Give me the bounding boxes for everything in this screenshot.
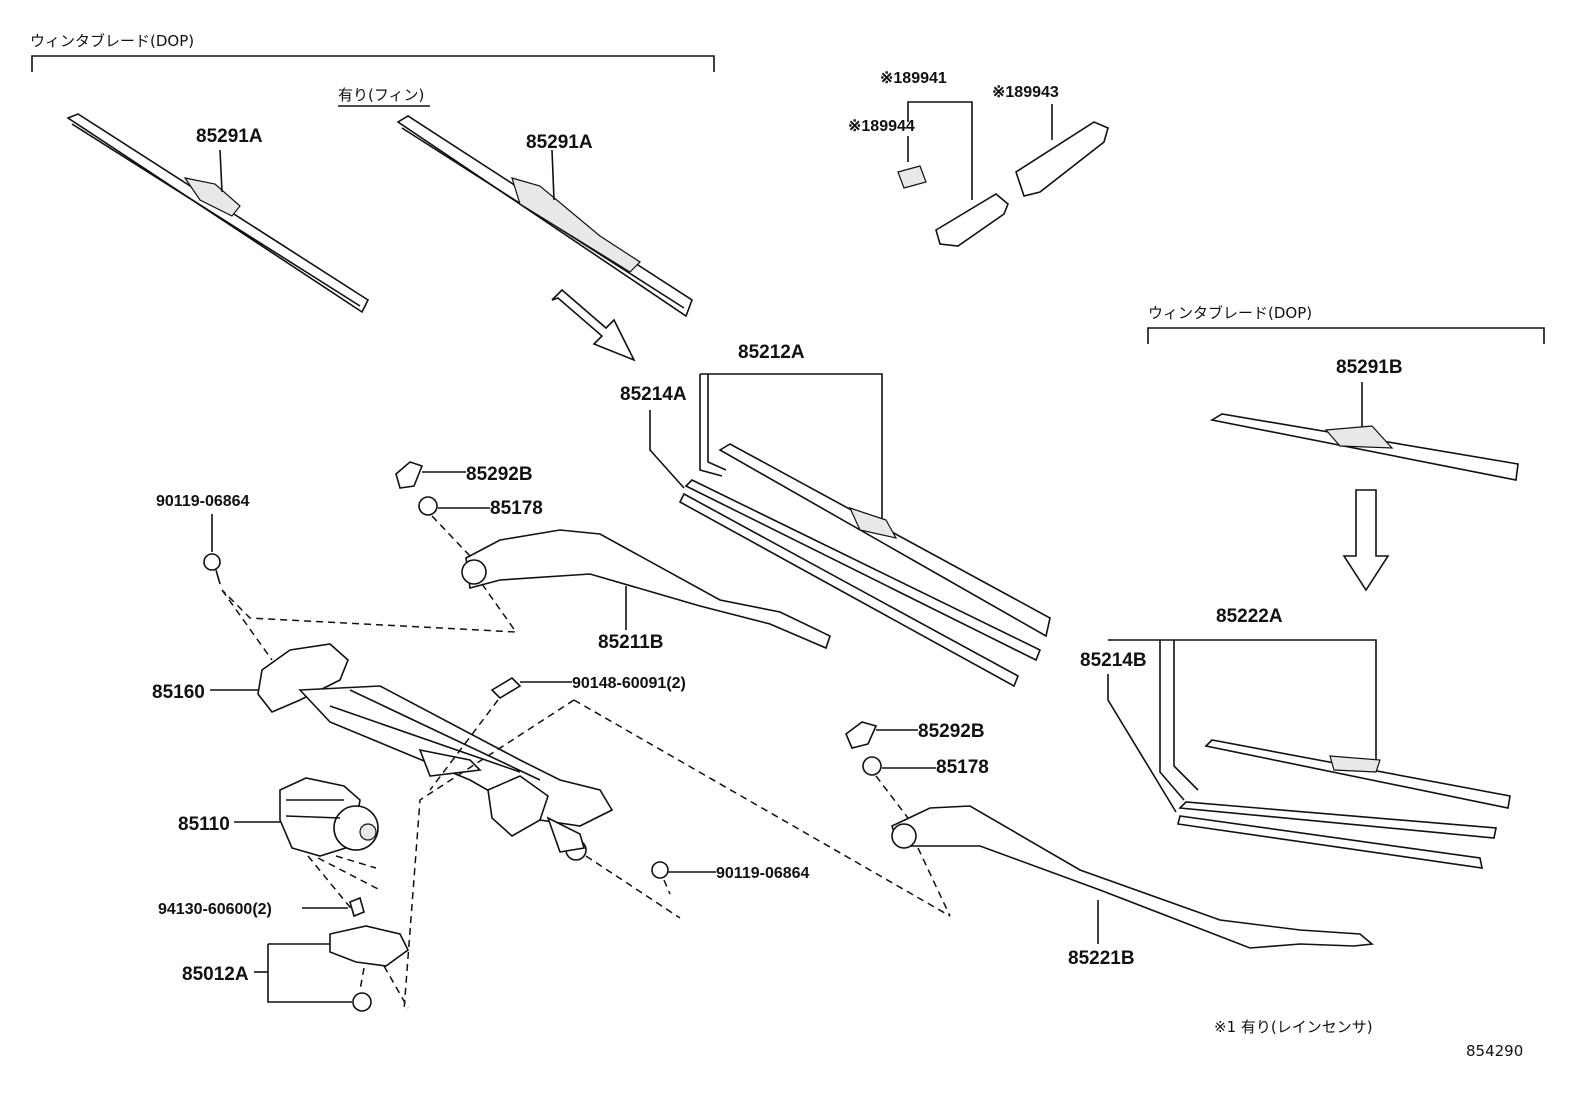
group-label-wiper-blade-dop-right: ウィンタブレード(DOP): [1148, 304, 1312, 322]
nut-85178-1: [418, 496, 438, 516]
arm-pivot-85211B: [461, 559, 487, 585]
dash-85178-2: [875, 775, 951, 917]
wiper-arm-85221B: [891, 805, 1374, 949]
footnote-rain-sensor: ※1 有り(レインセンサ): [1214, 1018, 1373, 1036]
leader-85222A: [1158, 639, 1377, 760]
leader-85012A: [267, 943, 352, 1003]
wiper-motor-85110: [279, 777, 379, 857]
wiper-blade-85291A-1: [66, 113, 370, 314]
leader-85214A: [649, 410, 685, 489]
label-89941: ※189941: [880, 70, 947, 87]
diagram-number: 854290: [1466, 1042, 1523, 1060]
sensor-cover-89941: [935, 193, 1009, 247]
dash-arm-link: [221, 583, 518, 633]
wiper-blade-85291A-2: [396, 115, 693, 318]
label-85178-2: 85178: [936, 757, 989, 778]
label-85292B-2: 85292B: [918, 721, 985, 742]
leader-85212A-b: [699, 374, 723, 477]
wiper-blade-85291B: [1209, 413, 1519, 481]
wiper-blade-85212A: [678, 443, 1051, 688]
label-85212A: 85212A: [738, 342, 805, 363]
label-85211B: 85211B: [598, 632, 664, 653]
sensor-pad-89944: [897, 165, 927, 189]
label-85178-1: 85178: [490, 498, 543, 519]
dash-85178-1: [431, 515, 471, 557]
group-label-wiper-blade-dop-left: ウィンタブレード(DOP): [30, 32, 194, 50]
nut-85178-2: [862, 756, 882, 776]
stud-90119-1: [215, 569, 221, 585]
label-85221B: 85221B: [1068, 948, 1135, 969]
label-85110: 85110: [178, 814, 230, 835]
leader-85222A-c: [1159, 640, 1185, 801]
grommet-94130: [349, 896, 365, 918]
leader-85222A-b: [1173, 640, 1199, 791]
dash-90148: [403, 699, 575, 1011]
nut-90119-2: [651, 861, 669, 879]
dash-link-to-arm: [573, 699, 951, 917]
label-90148: 90148-60091(2): [572, 675, 686, 692]
bolt-90148: [490, 676, 522, 700]
dash-90119-1: [221, 589, 273, 661]
arm-pivot-85221B: [891, 823, 917, 849]
label-85291B: 85291B: [1336, 357, 1403, 378]
label-85160: 85160: [152, 682, 205, 703]
leader-89941: [907, 101, 973, 200]
label-90119-1: 90119-06864: [156, 493, 250, 510]
label-85012A: 85012A: [182, 964, 249, 985]
label-85292B-1: 85292B: [466, 464, 533, 485]
wiper-link-85160: [257, 643, 614, 861]
group-bracket-right: [1147, 327, 1545, 344]
arrow-down-icon: [1342, 489, 1390, 592]
leader-85214B: [1107, 639, 1177, 813]
arrow-right-down-icon: [551, 288, 636, 362]
cap-85292B-1: [395, 461, 424, 489]
wiper-arm-85211B: [465, 529, 831, 650]
dash-motor: [307, 855, 381, 913]
label-89943: ※189943: [992, 84, 1059, 101]
label-85291A-2: 85291A: [526, 132, 593, 153]
group-bracket-left: [31, 55, 715, 72]
leader-85212A-c: [707, 374, 727, 471]
cap-85292B-2: [845, 721, 878, 749]
sensor-bracket-89943: [1015, 121, 1109, 197]
label-90119-2: 90119-06864: [716, 865, 810, 882]
bracket-85012A: [329, 925, 410, 1012]
dash-85012A: [359, 965, 409, 1009]
label-85214B: 85214B: [1080, 650, 1147, 671]
label-94130: 94130-60600(2): [158, 901, 272, 918]
label-with-fin: 有り(フィン): [338, 86, 424, 104]
label-85214A: 85214A: [620, 384, 687, 405]
nut-90119-1: [203, 553, 221, 571]
dash-90119-2: [585, 855, 681, 919]
label-85222A: 85222A: [1216, 606, 1283, 627]
label-85291A-1: 85291A: [196, 126, 263, 147]
label-89944: ※189944: [848, 118, 915, 135]
wiper-blade-85222A: [1177, 739, 1511, 869]
leader-85212A: [700, 373, 883, 520]
